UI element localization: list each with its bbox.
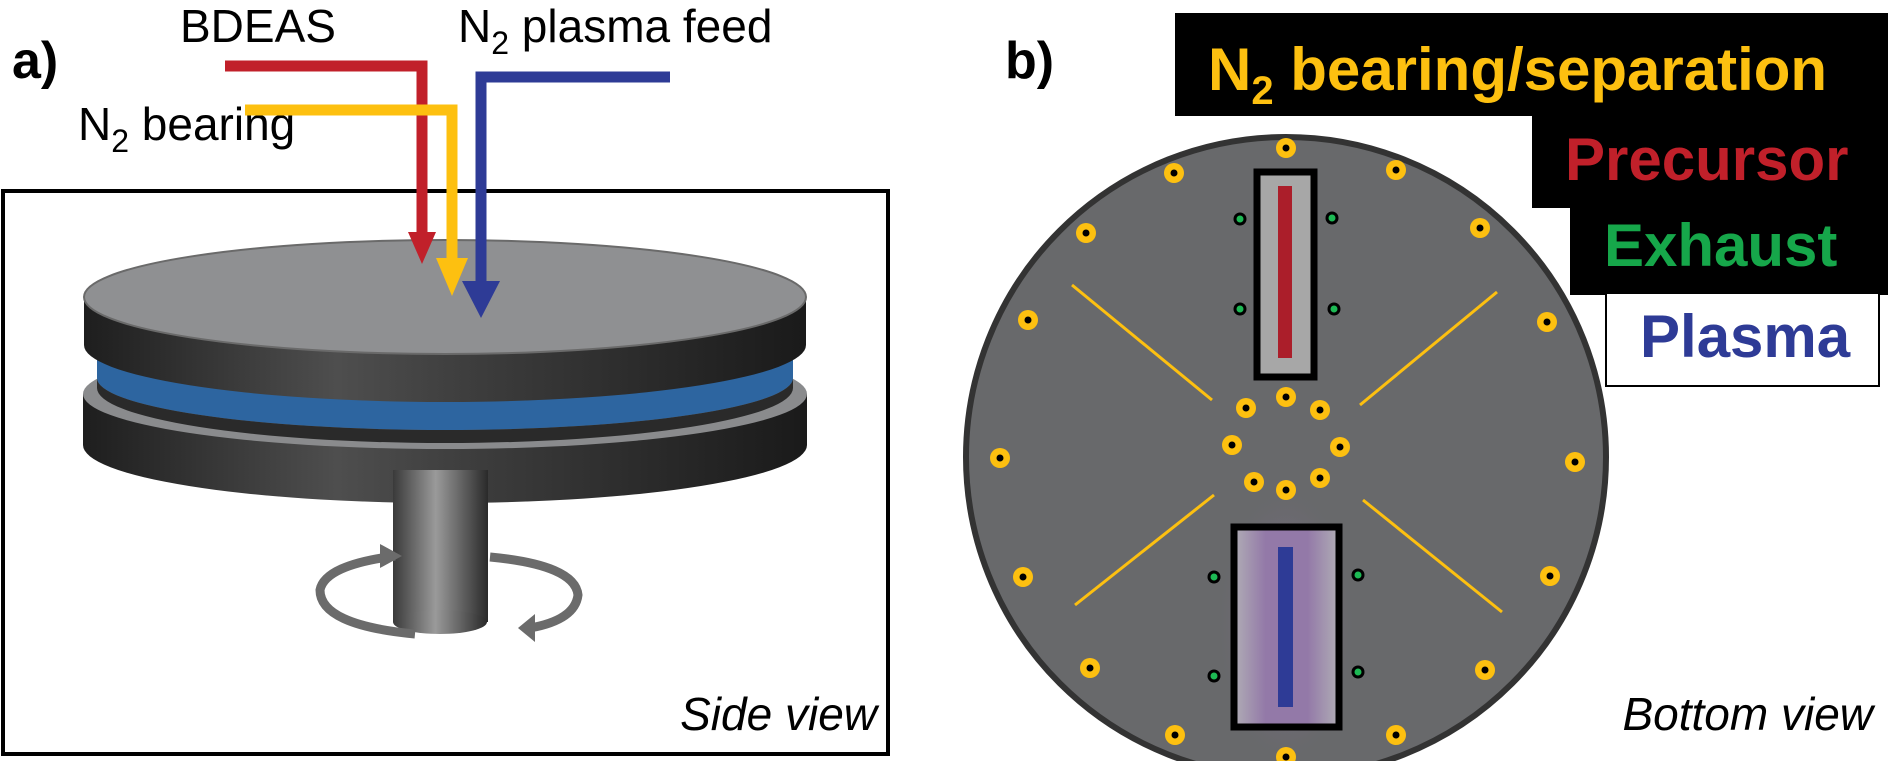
- bearing-hole-center: [1316, 474, 1324, 482]
- legend-item-plasma: Plasma: [1640, 303, 1851, 370]
- n2-plasma-feed-line: [462, 71, 670, 318]
- exhaust-hole-center: [1354, 668, 1362, 676]
- precursor-slot: [1253, 168, 1318, 381]
- plasma-slot: [1216, 485, 1356, 761]
- bearing-hole-center: [1481, 666, 1489, 674]
- bearing-hole-center: [1543, 318, 1551, 326]
- legend-bg-plasma: [1605, 292, 1880, 387]
- bearing-hole-center: [1392, 166, 1400, 174]
- bottom-view-caption: Bottom view: [1622, 688, 1875, 740]
- bearing-hole-center: [1282, 393, 1290, 401]
- n2-separation-lines: [1071, 283, 1503, 614]
- legend-bg-precursor: [1532, 113, 1888, 208]
- exhaust-hole-center: [1210, 672, 1218, 680]
- bearing-hole-center: [1546, 572, 1554, 580]
- exhaust-hole-center: [1236, 215, 1244, 223]
- legend-bg-exhaust: [1570, 205, 1888, 295]
- exhaust-holes: [1207, 211, 1365, 683]
- bearing-holes: [990, 138, 1585, 761]
- bearing-hole-center: [1316, 406, 1324, 414]
- side-view-caption: Side view: [680, 688, 880, 740]
- bearing-hole-center: [1228, 441, 1236, 449]
- side-view-frame: [1, 189, 890, 756]
- panel-b-label: b): [1005, 32, 1054, 90]
- bearing-hole-center: [1571, 458, 1579, 466]
- reactor-head: [963, 134, 1609, 761]
- bearing-hole-center: [1242, 404, 1250, 412]
- legend-item-n2-bearing: N2 bearing/separation: [1208, 36, 1827, 113]
- n2-plasma-feed-label: N2 plasma feed: [458, 0, 772, 61]
- exhaust-hole-center: [1210, 573, 1218, 581]
- bearing-hole-center: [1086, 664, 1094, 672]
- bearing-hole-center: [1392, 731, 1400, 739]
- legend-bg-bearing: [1175, 13, 1888, 116]
- exhaust-hole-center: [1330, 305, 1338, 313]
- bearing-hole-center: [1476, 224, 1484, 232]
- legend-item-exhaust: Exhaust: [1604, 212, 1837, 279]
- bdeas-label: BDEAS: [180, 0, 336, 52]
- exhaust-hole-center: [1354, 571, 1362, 579]
- panel-b: b) N2 beari: [963, 13, 1888, 761]
- rotation-arrow-icon: [315, 544, 583, 642]
- exhaust-hole-center: [1328, 214, 1336, 222]
- susceptor-upper-disk: [83, 239, 807, 402]
- bearing-hole-center: [1282, 753, 1290, 761]
- bearing-hole-center: [1171, 731, 1179, 739]
- n2-bearing-feed-line: [245, 104, 468, 296]
- legend-item-precursor: Precursor: [1565, 126, 1848, 193]
- bearing-hole-center: [1250, 478, 1258, 486]
- bdeas-feed-line: [225, 60, 436, 264]
- panel-a: a) BDEAS N2 plasma feed N2 bearing: [1, 0, 890, 756]
- legend: N2 bearing/separation Precursor Exhaust …: [1175, 13, 1888, 387]
- bearing-hole-center: [1019, 573, 1027, 581]
- bearing-hole-center: [1082, 229, 1090, 237]
- bearing-hole-center: [1282, 144, 1290, 152]
- exhaust-hole-center: [1236, 305, 1244, 313]
- rotation-shaft: [393, 470, 488, 634]
- bearing-hole-center: [1336, 443, 1344, 451]
- panel-a-label: a): [12, 32, 58, 90]
- bearing-hole-center: [1024, 316, 1032, 324]
- bearing-hole-center: [1282, 486, 1290, 494]
- bearing-hole-center: [1170, 169, 1178, 177]
- bearing-hole-center: [996, 454, 1004, 462]
